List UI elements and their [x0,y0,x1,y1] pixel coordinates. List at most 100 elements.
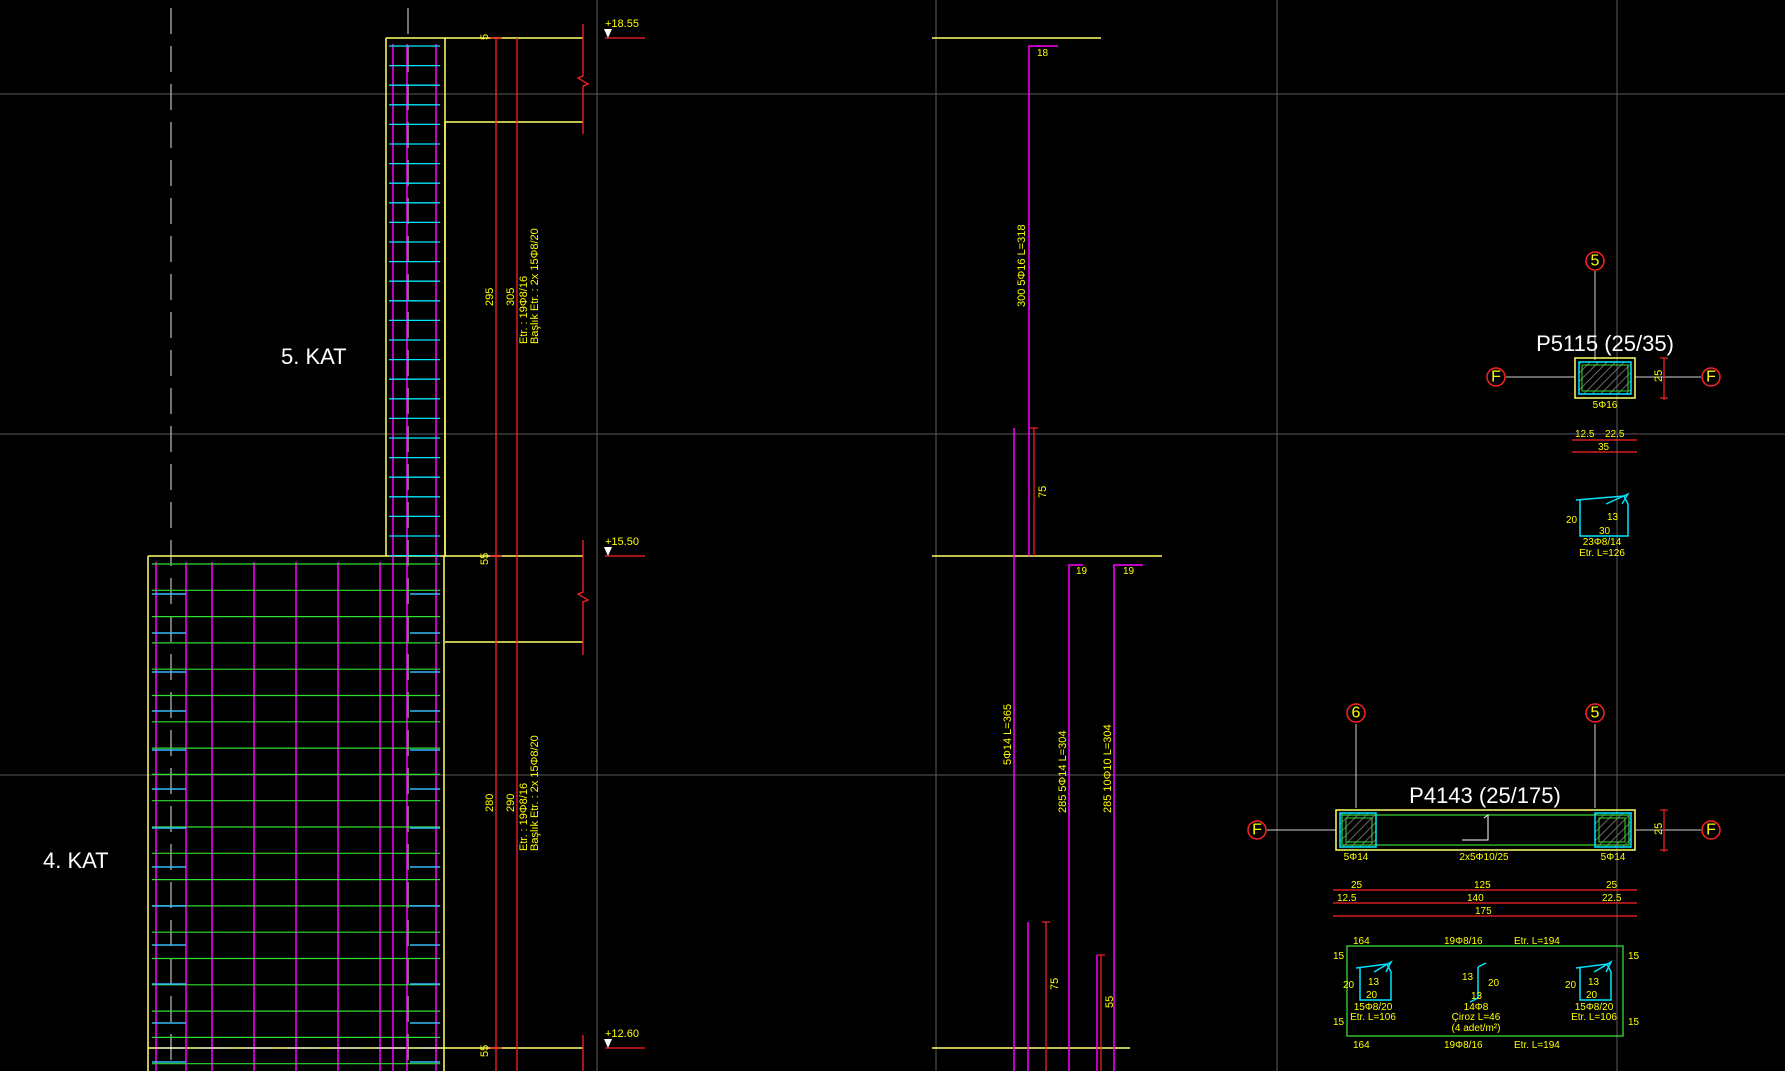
dim-290: 290 [505,794,517,812]
level-markers [604,29,612,1048]
det-15-tl: 15 [1333,951,1345,962]
level-mid: +15.50 [605,536,639,548]
p4143-rebar-right: 5Φ14 [1601,852,1626,863]
axis-bubble-f-left: F [1486,367,1506,387]
s1-13: 13 [1368,977,1380,988]
p4143-dim-r2-c: 22.5 [1602,893,1622,904]
c-len: Çiroz L=46 [1452,1012,1501,1023]
wall-edge-ties [152,593,440,1063]
p4143-dim-total: 175 [1475,906,1492,917]
axis-bubble-6-top: 6 [1346,703,1366,723]
bar-upper-lap: 75 [1037,486,1049,498]
floor-label-upper: 5. KAT [281,344,347,369]
p4143-rebar-mid: 2x5Φ10/25 [1459,852,1509,863]
svg-text:6: 6 [1352,705,1361,722]
level-top: +18.55 [605,18,639,30]
det-top-len: Etr. L=194 [1514,936,1560,947]
wall-vertical-rebars [155,562,381,1071]
s2-20b: 20 [1586,990,1598,1001]
level-bottom: +12.60 [605,1028,639,1040]
bar-lower-2: 285 5Φ14 L=304 [1057,731,1069,814]
axis-dashed-lines [170,8,409,1071]
stirrup-note-lower-1: Etr. : 19Φ8/16 [518,783,530,851]
svg-text:F: F [1491,369,1501,386]
p5115-stirrup-30: 30 [1599,526,1611,537]
p5115-stirrup-len: Etr. L=126 [1579,548,1625,559]
section-p4143[interactable]: 6 5 F F P4143 (25/175) 5Φ14 2x5Φ10/25 5Φ… [1247,703,1721,1051]
c-note: (4 adet/m²) [1452,1023,1501,1034]
det-15-bl: 15 [1333,1017,1345,1028]
bar-lower-3: 285 10Φ10 L=304 [1102,724,1114,813]
det-bot-164: 164 [1353,1040,1370,1051]
s2-13: 13 [1588,977,1600,988]
p5115-stirrup-20: 20 [1566,515,1578,526]
svg-text:F: F [1706,369,1716,386]
bar-lower-lap-1: 75 [1049,978,1061,990]
p5115-dim-a: 12.5 [1575,429,1595,440]
column-elevation: +18.55 +15.50 +12.60 5 295 305 55 280 29… [43,18,645,1071]
p4143-dim-r2-a: 12.5 [1337,893,1357,904]
s2-len: Etr. L=106 [1571,1012,1617,1023]
c-13b: 13 [1471,991,1483,1002]
det-15-br: 15 [1628,1017,1640,1028]
bar-upper-hook: 18 [1037,48,1049,59]
p4143-dim-side: 25 [1653,823,1665,835]
s1-spec: 15Φ8/20 [1354,1002,1393,1013]
bar-lower-lap-2: 55 [1104,996,1116,1008]
p5115-rebar: 5Φ16 [1593,400,1618,411]
axis-bubble-f-left-2: F [1247,820,1267,840]
rebar-schedule: 18 300 5Φ16 L=318 75 19 19 5Φ14 L=365 28… [932,37,1162,1071]
det-top-164: 164 [1353,936,1370,947]
svg-text:F: F [1706,822,1716,839]
svg-text:5: 5 [1591,253,1600,270]
p4143-dim-r2-b: 140 [1467,893,1484,904]
svg-text:5: 5 [1591,705,1600,722]
upper-column-stirrups [389,45,440,557]
p5115-stirrup-spec: 23Φ8/14 [1583,537,1622,548]
bar-upper-label: 300 5Φ16 L=318 [1016,225,1028,308]
p5115-dim-total: 35 [1598,442,1610,453]
dim-55-lower: 55 [479,1045,491,1057]
p5115-stirrup-13: 13 [1607,512,1619,523]
section-p5115[interactable]: 5 F F P5115 (25/35) 5Φ16 25 12.5 2 [1486,251,1721,559]
p5115-dim-side: 25 [1653,370,1665,382]
det-15-tr: 15 [1628,951,1640,962]
p5115-dim-b: 22.5 [1605,429,1625,440]
bar-lower-hook-1: 19 [1076,566,1088,577]
stirrup-note-upper-1: Etr. : 19Φ8/16 [518,276,530,344]
dim-55-upper: 55 [479,553,491,565]
dim-5: 5 [479,34,491,40]
s2-spec: 15Φ8/20 [1575,1002,1614,1013]
p4143-dim-r1-c: 25 [1606,880,1618,891]
dim-295: 295 [484,288,496,306]
c-13a: 13 [1462,972,1474,983]
dim-280: 280 [484,794,496,812]
p4143-dim-r1-a: 25 [1351,880,1363,891]
stirrup-note-upper-2: Başlık Etr. : 2x 15Φ8/20 [529,228,541,344]
axis-bubble-f-right: F [1701,367,1721,387]
axis-bubble-5-top-2: 5 [1585,703,1605,723]
dim-305: 305 [505,288,517,306]
s1-len: Etr. L=106 [1350,1012,1396,1023]
det-top-spec: 19Φ8/16 [1444,936,1483,947]
c-spec: 14Φ8 [1464,1002,1489,1013]
s2-20a: 20 [1565,980,1577,991]
bar-lower-hook-2: 19 [1123,566,1135,577]
floor-label-lower: 4. KAT [43,848,109,873]
c-20: 20 [1488,978,1500,989]
s1-20b: 20 [1366,990,1378,1001]
det-bot-len: Etr. L=194 [1514,1040,1560,1051]
axis-bubble-f-right-2: F [1701,820,1721,840]
det-bot-spec: 19Φ8/16 [1444,1040,1483,1051]
stirrup-note-lower-2: Başlık Etr. : 2x 15Φ8/20 [529,735,541,851]
bar-lower-1: 5Φ14 L=365 [1002,704,1014,765]
p4143-rebar-left: 5Φ14 [1344,852,1369,863]
s1-20a: 20 [1343,980,1355,991]
p4143-title: P4143 (25/175) [1409,783,1561,808]
p5115-title: P5115 (25/35) [1536,331,1674,356]
svg-text:F: F [1252,822,1262,839]
wall-horizontal-rebars [152,563,440,1065]
axis-bubble-5-top: 5 [1585,251,1605,271]
